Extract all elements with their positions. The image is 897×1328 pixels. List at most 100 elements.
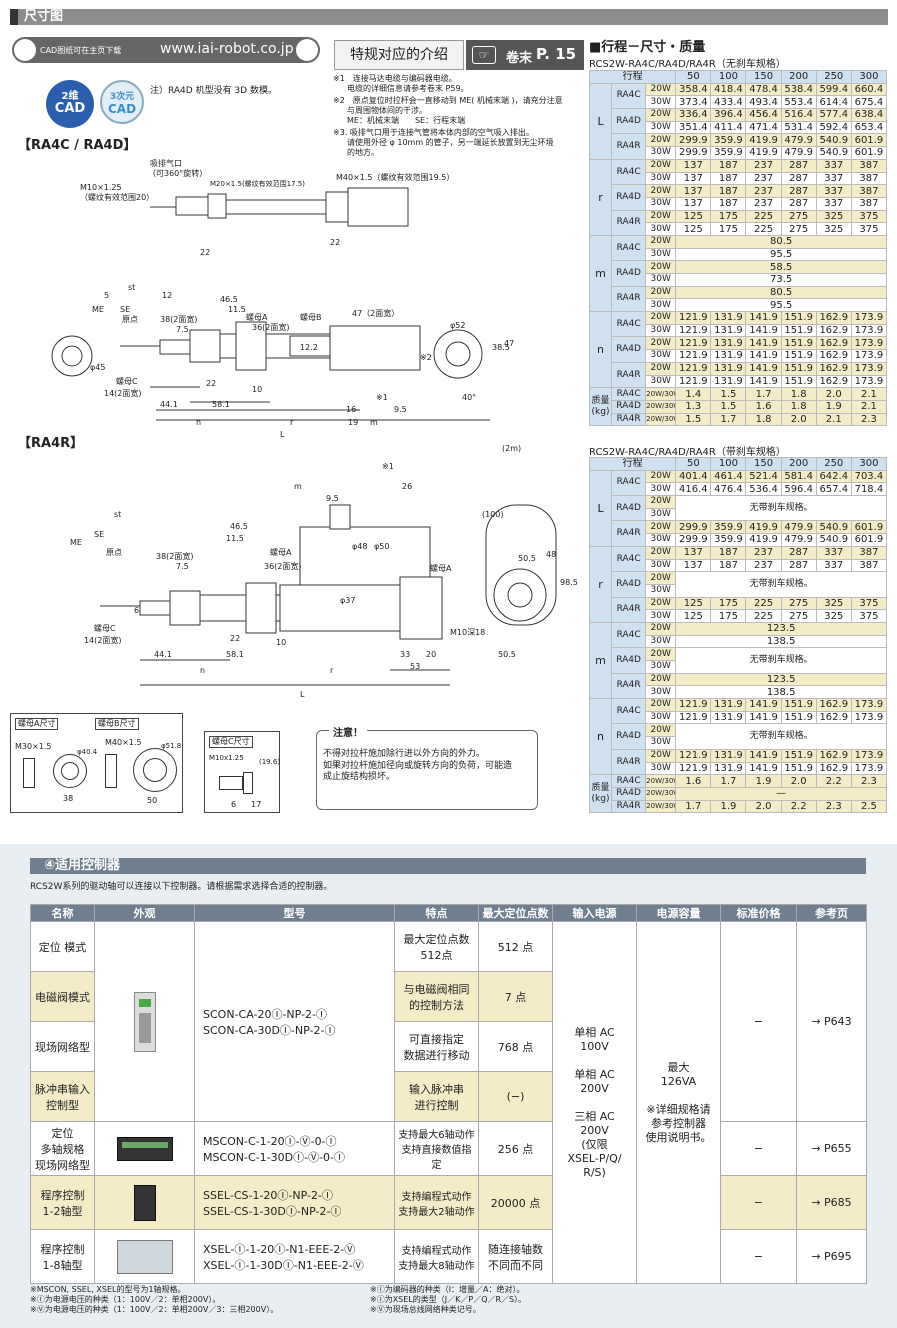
no-brake-note: 无带刹车规格。 — [675, 723, 887, 750]
no-brake-note: 无带刹车规格。 — [675, 571, 887, 598]
group-label: n — [588, 311, 613, 389]
section-marker — [10, 9, 18, 25]
value-cell: 375 — [850, 609, 888, 623]
value-cell: 131.9 — [710, 336, 747, 351]
value-cell: 2.3 — [850, 774, 888, 788]
model-label: RA4R — [611, 361, 647, 389]
watt-label: 30W — [645, 482, 677, 497]
dim-label: 98.5 — [560, 578, 578, 587]
value-cell: 531.4 — [780, 120, 817, 135]
value-cell: 138.5 — [675, 685, 887, 700]
watt-label: 20W — [645, 158, 677, 173]
value-cell: 151.9 — [780, 336, 817, 351]
value-cell: 411.4 — [710, 120, 747, 135]
ctrl-points: 随连接轴数 不同而不同 — [478, 1229, 553, 1284]
value-cell: 540.9 — [815, 133, 852, 148]
ctrl-power: 单相 AC 100V 单相 AC 200V 三相 AC 200V (仅限 XSE… — [552, 921, 637, 1284]
model-label: RA4C — [611, 545, 647, 573]
footnote: ※Ⓘ为电源电压的种类（1：100V／2：单相200V）。 — [30, 1295, 221, 1304]
watt-label: 20W — [645, 108, 677, 122]
ctrl-price: − — [720, 1229, 797, 1284]
value-cell: 540.9 — [815, 533, 852, 547]
ctrl-page-link[interactable]: → P643 — [796, 921, 867, 1122]
value-cell: 1.6 — [675, 774, 712, 788]
value-cell: 175 — [710, 222, 747, 236]
mscon-image — [94, 1121, 195, 1176]
value-cell: 581.4 — [780, 469, 817, 484]
watt-label: 30W — [645, 349, 677, 363]
value-cell: 125 — [675, 596, 712, 611]
special-spec-button[interactable]: 特规对应的介绍 — [334, 40, 464, 70]
value-cell: 151.9 — [780, 311, 817, 325]
ctrl-page-link[interactable]: → P695 — [796, 1229, 867, 1284]
cad-download-banner[interactable]: CAD图纸可在主页下载 www.iai-robot.co.jp — [12, 37, 320, 63]
dim-label: L — [280, 430, 285, 439]
value-cell: 660.4 — [850, 82, 888, 97]
value-cell: 80.5 — [675, 234, 887, 249]
dim-label: 螺母A — [430, 563, 452, 573]
value-cell: 80.5 — [675, 285, 887, 300]
watt-label: 20W — [645, 723, 677, 738]
value-cell: 456.4 — [745, 108, 782, 122]
ctrl-points: 256 点 — [478, 1121, 553, 1176]
watt-label: 30W — [645, 583, 677, 598]
note-line: 请使用外径 φ 10mm 的管子，另一端延长放置到无尘环境 — [347, 138, 554, 147]
value-cell: 1.7 — [745, 387, 782, 401]
watt-label: 20W — [645, 82, 677, 97]
nut-ab-box: 螺母A尺寸 M30×1.5 38 φ40.4 螺母B尺寸 M40×1.5 50 … — [10, 713, 183, 813]
watt-label: 30W — [645, 171, 677, 186]
value-cell: 540.9 — [815, 520, 852, 535]
caution-line: 成止旋结构损坏。 — [323, 772, 396, 783]
dim-label: 6 — [134, 606, 139, 615]
value-cell: 237 — [745, 545, 782, 560]
value-cell: 141.9 — [745, 323, 782, 338]
value-cell: 1.4 — [675, 387, 712, 401]
watt-label: 30W — [645, 660, 677, 674]
value-cell: 2.0 — [780, 412, 817, 427]
value-cell: 2.3 — [815, 799, 852, 814]
value-cell: 237 — [745, 171, 782, 186]
watt-label: 20W — [645, 571, 677, 585]
dim-label: 58.1 — [212, 400, 230, 409]
notes-block: ※1 连接马达电缆与编码器电缆。 电缆的详细信息请参考卷末 P59。 ※2 原点… — [333, 74, 583, 158]
watt-label: 20W/30W — [645, 774, 677, 788]
ctrl-page-link[interactable]: → P685 — [796, 1175, 867, 1230]
watt-label: 30W — [645, 196, 677, 211]
value-cell: 2.1 — [815, 412, 852, 427]
nut-c-shape — [219, 776, 243, 790]
footnote: ※MSCON, SSEL, XSEL的型号为1轴规格。 — [30, 1285, 186, 1294]
value-cell: 419.9 — [745, 146, 782, 160]
stroke-value: 50 — [675, 457, 712, 471]
value-cell: 123.5 — [675, 621, 887, 636]
ctrl-page-link[interactable]: → P655 — [796, 1121, 867, 1176]
ctrl-points: 512 点 — [478, 921, 553, 972]
value-cell: 173.9 — [850, 698, 888, 712]
dim-label: (100) — [482, 510, 504, 519]
ctrl-model: MSCON-C-1-20Ⓘ-Ⓥ-0-Ⓘ MSCON-C-1-30DⒾ-Ⓥ-0-Ⓘ — [194, 1121, 395, 1176]
cad-url[interactable]: www.iai-robot.co.jp — [160, 41, 294, 57]
watt-label: 30W — [645, 507, 677, 522]
dim-label: m — [370, 418, 378, 427]
value-cell: 287 — [780, 184, 817, 198]
special-ref-button[interactable]: ☞ 卷末 P. 15 — [466, 40, 584, 70]
badge-2d-bot: CAD — [54, 101, 86, 116]
value-cell: 225 — [745, 609, 782, 623]
value-cell: 131.9 — [710, 374, 747, 389]
dim-label: M40×1.5（螺纹有效范围19.5） — [336, 172, 454, 182]
value-cell: 601.9 — [850, 146, 888, 160]
value-cell: 359.9 — [710, 533, 747, 547]
value-cell: 478.4 — [745, 82, 782, 97]
value-cell: 151.9 — [780, 349, 817, 363]
value-cell: 540.9 — [815, 146, 852, 160]
section-title: 尺寸图 — [24, 9, 64, 24]
model-label: RA4C — [611, 234, 647, 262]
value-cell: 125 — [675, 209, 712, 224]
nut-c-title: 螺母C尺寸 — [209, 736, 253, 748]
value-cell: 237 — [745, 196, 782, 211]
value-cell: 287 — [780, 545, 817, 560]
value-cell: 131.9 — [710, 698, 747, 712]
foot-left: ※MSCON, SSEL, XSEL的型号为1轴规格。 ※Ⓘ为电源电压的种类（1… — [30, 1285, 370, 1315]
watt-label: 30W — [645, 558, 677, 573]
value-cell: 141.9 — [745, 361, 782, 376]
value-cell: 121.9 — [675, 698, 712, 712]
